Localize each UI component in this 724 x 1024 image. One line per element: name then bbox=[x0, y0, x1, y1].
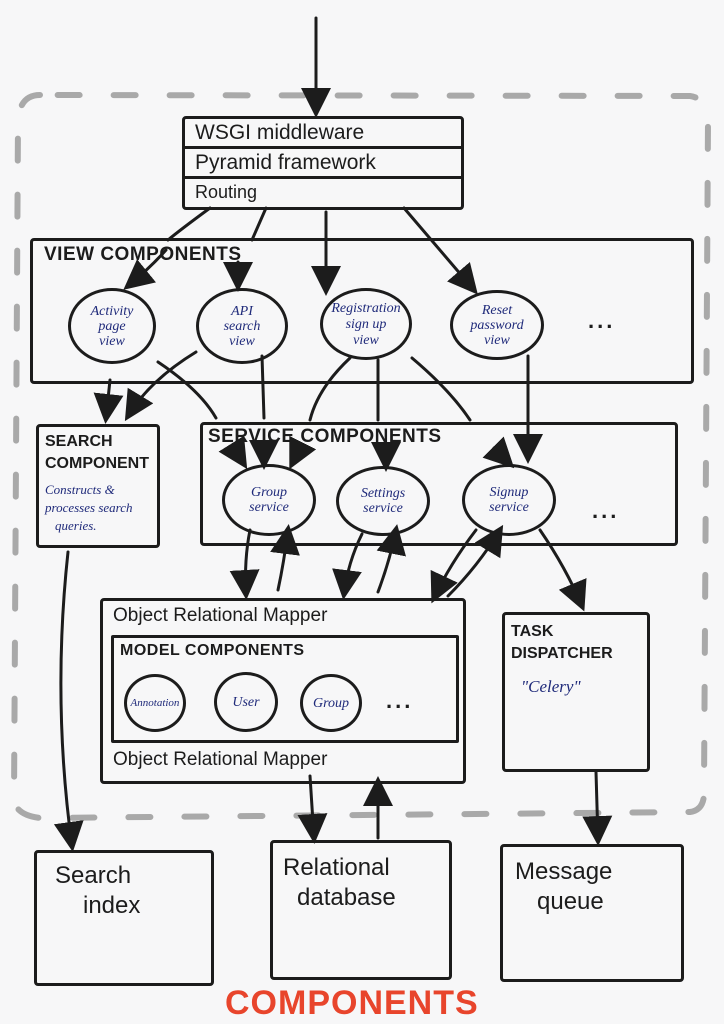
arrow-routing-activity bbox=[123, 248, 168, 290]
task-dispatcher-label-2: DISPATCHER bbox=[511, 645, 613, 662]
orm-bottom-label: Object Relational Mapper bbox=[113, 749, 328, 770]
pyramid-framework-row: Pyramid framework bbox=[185, 149, 461, 179]
task-dispatcher-label-1: TASK bbox=[511, 623, 554, 640]
view-components-group bbox=[30, 238, 694, 384]
service-components-group bbox=[200, 422, 678, 546]
orm-block: Object Relational Mapper MODEL COMPONENT… bbox=[100, 598, 466, 784]
model-node-annotation: Annotation bbox=[124, 674, 186, 732]
model-components-label: MODEL COMPONENTS bbox=[120, 642, 305, 659]
arrow-orm-db bbox=[297, 774, 328, 844]
search-component-desc-2: processes search bbox=[45, 500, 133, 515]
view-more-ellipsis: ... bbox=[588, 308, 616, 333]
arrow-dispatcher-queue bbox=[582, 770, 613, 846]
search-component-desc-3: queries. bbox=[55, 518, 97, 533]
search-component-label-2: COMPONENT bbox=[45, 455, 149, 472]
arrow-group-orm bbox=[229, 528, 260, 600]
model-node-user: User bbox=[214, 672, 278, 732]
arrow-orm-group bbox=[270, 524, 300, 592]
arrow-search-index bbox=[53, 550, 84, 852]
search-component-label-1: SEARCH bbox=[45, 433, 113, 450]
arrow-activity-search bbox=[93, 378, 124, 424]
entry-stack: WSGI middleware Pyramid framework Routin… bbox=[182, 116, 464, 210]
arrow-routing-reset bbox=[402, 206, 478, 295]
view-components-label: VIEW COMPONENTS bbox=[44, 244, 242, 265]
service-more-ellipsis: ... bbox=[592, 498, 620, 523]
search-component-desc-1: Constructs & bbox=[45, 482, 115, 497]
task-dispatcher: TASK DISPATCHER "Celery" bbox=[502, 612, 650, 772]
model-more-ellipsis: ... bbox=[386, 688, 414, 713]
service-components-label: SERVICE COMPONENTS bbox=[208, 426, 442, 447]
task-dispatcher-impl: "Celery" bbox=[521, 677, 581, 696]
wsgi-middleware-row: WSGI middleware bbox=[185, 119, 461, 149]
routing-row: Routing bbox=[195, 182, 258, 202]
arrow-signup-dispatcher bbox=[538, 528, 587, 612]
model-components-group: MODEL COMPONENTS Annotation User Group .… bbox=[111, 635, 459, 743]
model-node-group: Group bbox=[300, 674, 362, 732]
diagram-title: COMPONENTS bbox=[225, 984, 479, 1022]
search-component: SEARCH COMPONENT Constructs & processes … bbox=[36, 424, 160, 548]
orm-top-label: Object Relational Mapper bbox=[113, 605, 328, 626]
